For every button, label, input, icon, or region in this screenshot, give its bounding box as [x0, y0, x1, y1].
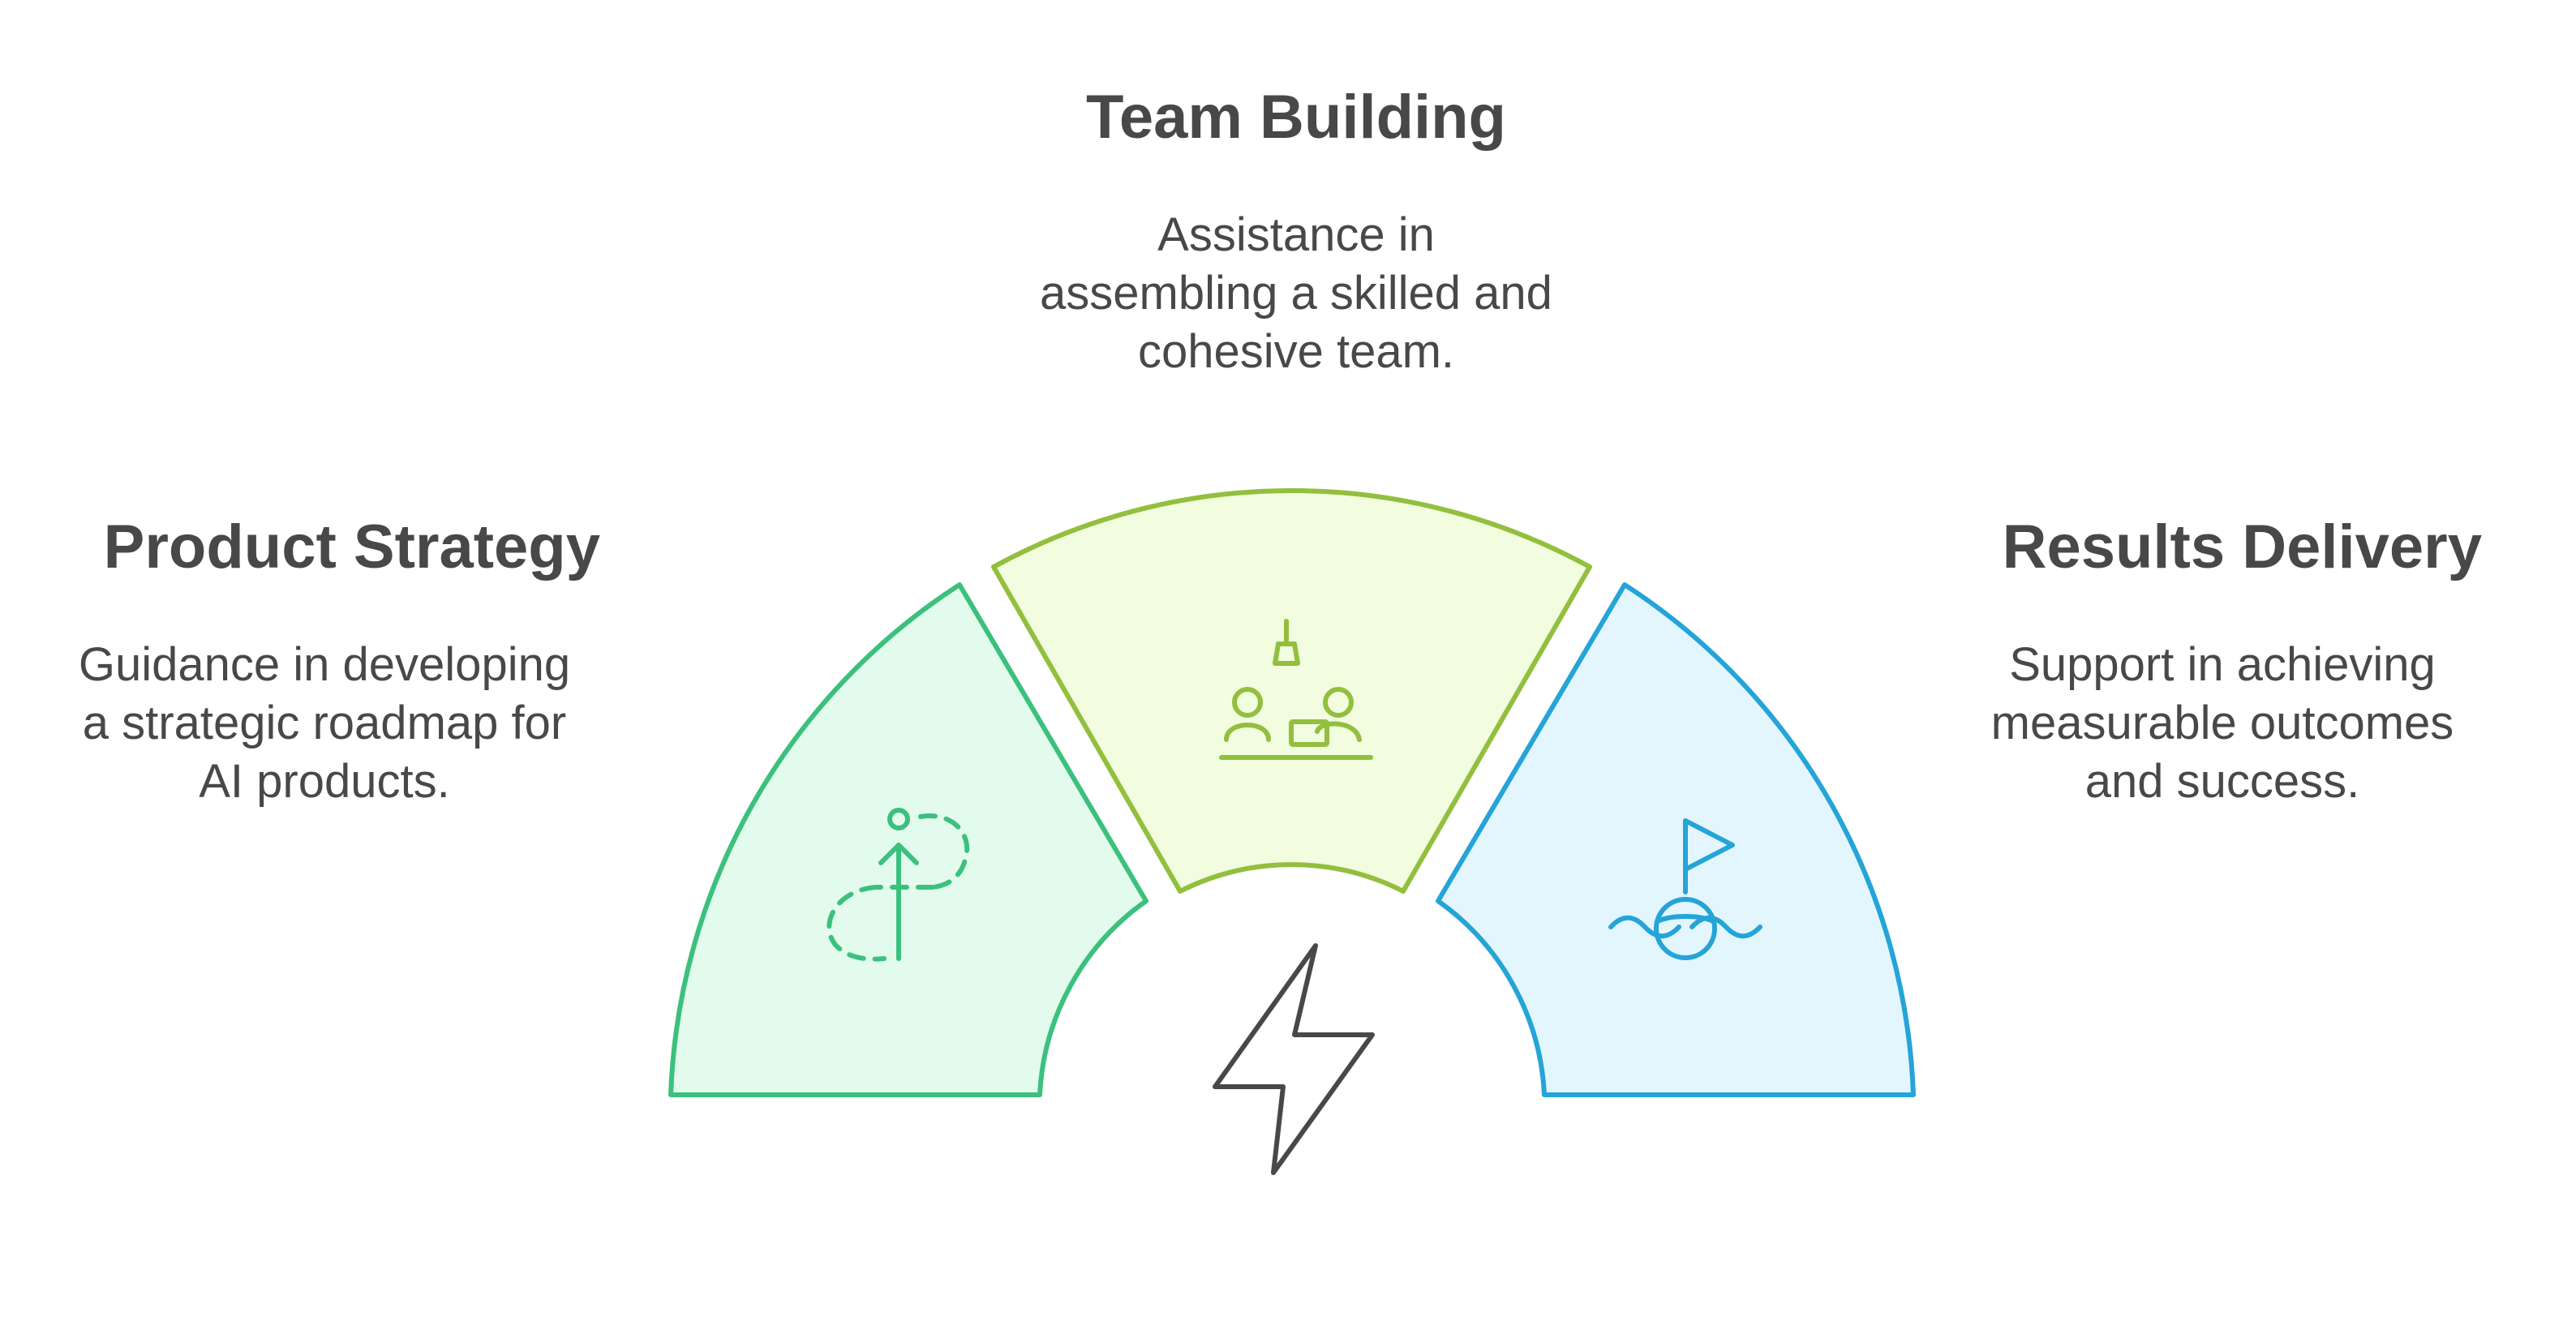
product-strategy-description-line-3: AI products.	[199, 755, 450, 808]
results-delivery-description-line-3: and success.	[2084, 755, 2360, 808]
team-building-title: Team Building	[1086, 83, 1506, 152]
team-building-description-line-2: assembling a skilled and	[1040, 267, 1552, 320]
buoy-flag-icon	[1608, 818, 1762, 960]
product-strategy-title: Product Strategy	[103, 513, 600, 581]
lightning-bolt-icon	[1213, 943, 1375, 1175]
results-delivery-description-line-2: measurable outcomes	[1990, 697, 2454, 749]
growth-arrow-icon	[826, 808, 970, 962]
segment-team-building	[991, 487, 1592, 894]
results-delivery-description: Support in achieving measurable outcomes…	[1947, 636, 2498, 811]
segment-product-strategy	[668, 582, 1148, 1097]
product-strategy-description-line-1: Guidance in developing	[78, 638, 571, 691]
results-delivery-title: Results Delivery	[2002, 513, 2482, 581]
results-delivery-description-line-1: Support in achieving	[2009, 638, 2436, 691]
segment-results-delivery	[1436, 582, 1916, 1097]
team-building-description-line-1: Assistance in	[1157, 208, 1435, 261]
team-building-description: Assistance in assembling a skilled and c…	[964, 206, 1629, 381]
product-strategy-description-line-2: a strategic roadmap for	[82, 697, 567, 749]
team-building-description-line-3: cohesive team.	[1137, 325, 1455, 378]
product-strategy-description: Guidance in developing a strategic roadm…	[49, 636, 600, 811]
team-meeting-icon	[1219, 619, 1373, 760]
